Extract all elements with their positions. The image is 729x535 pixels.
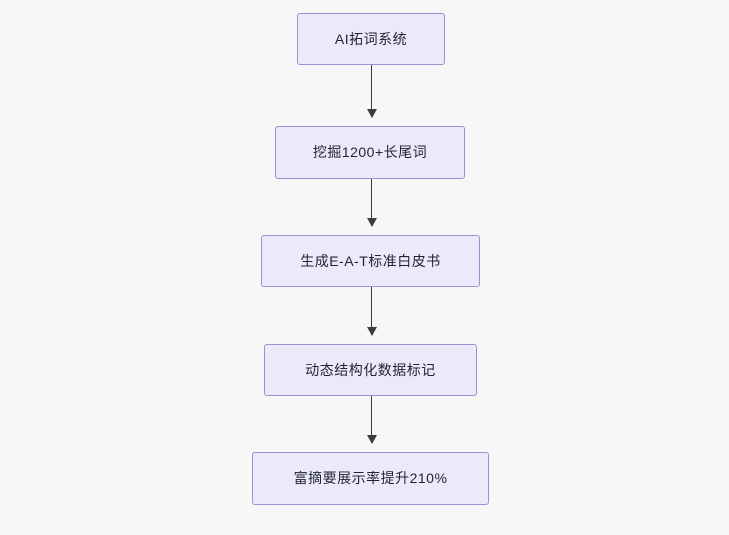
flow-node-1-label: AI拓词系统 xyxy=(334,30,408,47)
flow-node-1[interactable]: AI拓词系统 xyxy=(297,13,445,65)
flow-node-4-label: 动态结构化数据标记 xyxy=(305,361,436,378)
flow-node-4[interactable]: 动态结构化数据标记 xyxy=(264,344,477,396)
flow-node-5-label: 富摘要展示率提升210% xyxy=(293,470,448,487)
flow-node-2-label: 挖掘1200+长尾词 xyxy=(312,144,428,161)
flow-arrow-3-4 xyxy=(366,287,377,336)
flow-node-3-label: 生成E-A-T标准白皮书 xyxy=(300,252,441,269)
flow-node-3[interactable]: 生成E-A-T标准白皮书 xyxy=(261,235,480,287)
flow-node-2[interactable]: 挖掘1200+长尾词 xyxy=(275,126,465,179)
flow-arrow-4-5 xyxy=(366,396,377,444)
flow-node-5[interactable]: 富摘要展示率提升210% xyxy=(252,452,489,505)
flow-arrow-2-3 xyxy=(366,179,377,227)
flow-arrow-1-2 xyxy=(366,65,377,118)
